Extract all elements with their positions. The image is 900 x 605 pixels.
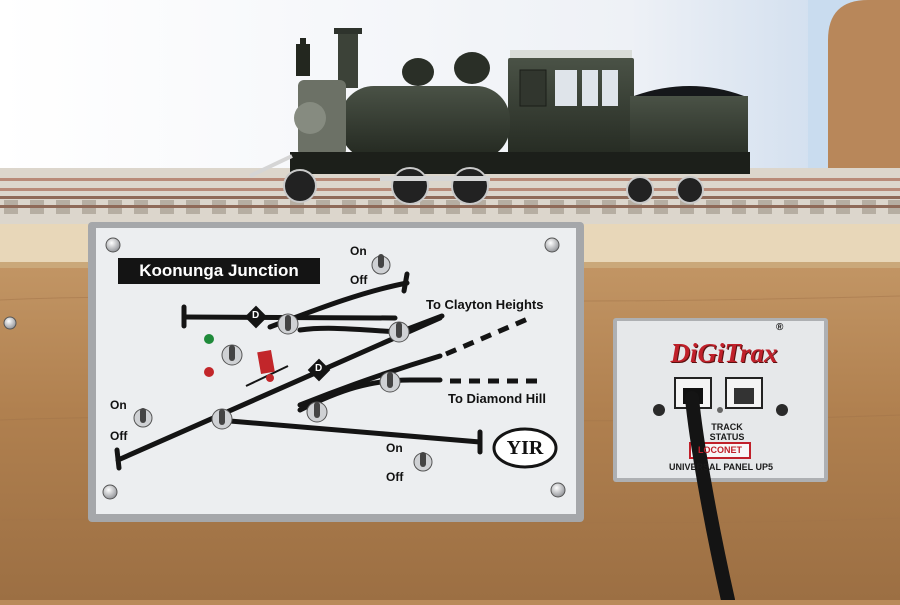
locomotive-icon xyxy=(249,28,750,205)
track-status-label: TRACK STATUS xyxy=(709,422,745,442)
switch-label-on: On xyxy=(110,398,127,412)
derail-label: D xyxy=(315,363,323,374)
loconet-cable xyxy=(685,391,735,605)
registered-mark: ® xyxy=(776,322,784,333)
derailer-icon xyxy=(245,349,289,387)
signal-lamp-icon xyxy=(204,367,214,377)
destination-label-diamond: To Diamond Hill xyxy=(448,391,546,406)
screw-icon xyxy=(3,316,17,330)
switch-label-off: Off xyxy=(350,273,368,287)
toggle-switch-icon xyxy=(371,254,391,275)
switch-label-off: Off xyxy=(110,429,128,443)
toggle-switch-icon xyxy=(221,344,243,366)
panel-model-label: UNIVERSAL PANEL UP5 xyxy=(668,462,774,472)
derail-diamond-icon xyxy=(307,358,331,382)
screw-icon xyxy=(653,404,665,416)
rail-front xyxy=(0,196,900,199)
toggle-switch-icon xyxy=(133,408,153,428)
loconet-label: LOCONET xyxy=(698,445,742,455)
digitrax-logo: DiGiTrax xyxy=(670,338,778,368)
toggle-switch-icon xyxy=(379,371,401,393)
signal-lamp-icon xyxy=(204,334,214,344)
arch-doorway xyxy=(828,0,900,180)
destination-label-clayton: To Clayton Heights xyxy=(426,297,544,312)
panel-title: Koonunga Junction xyxy=(118,258,320,284)
screw-icon xyxy=(102,484,118,500)
switch-label-off: Off xyxy=(386,470,404,484)
toggle-switch-icon xyxy=(306,401,328,423)
switch-label-on: On xyxy=(350,244,367,258)
status-led-icon xyxy=(717,407,723,413)
switch-label-on: On xyxy=(386,441,403,455)
toggle-switches xyxy=(133,254,433,472)
yir-logo: YIR xyxy=(506,437,544,459)
screw-icon xyxy=(105,237,121,253)
screw-icon xyxy=(776,404,788,416)
toggle-switch-icon xyxy=(277,313,299,335)
toggle-switch-icon xyxy=(413,452,433,472)
toggle-switch-icon xyxy=(388,321,410,343)
dashed-continuations xyxy=(445,315,540,384)
derail-label: D xyxy=(252,310,260,321)
yir-logo-oval xyxy=(492,427,558,469)
screw-icon xyxy=(544,237,560,253)
lower-track xyxy=(215,417,483,445)
track-diagram xyxy=(114,271,483,471)
screw-icon xyxy=(550,482,566,498)
main-line xyxy=(115,315,443,463)
toggle-switch-icon xyxy=(211,408,233,430)
